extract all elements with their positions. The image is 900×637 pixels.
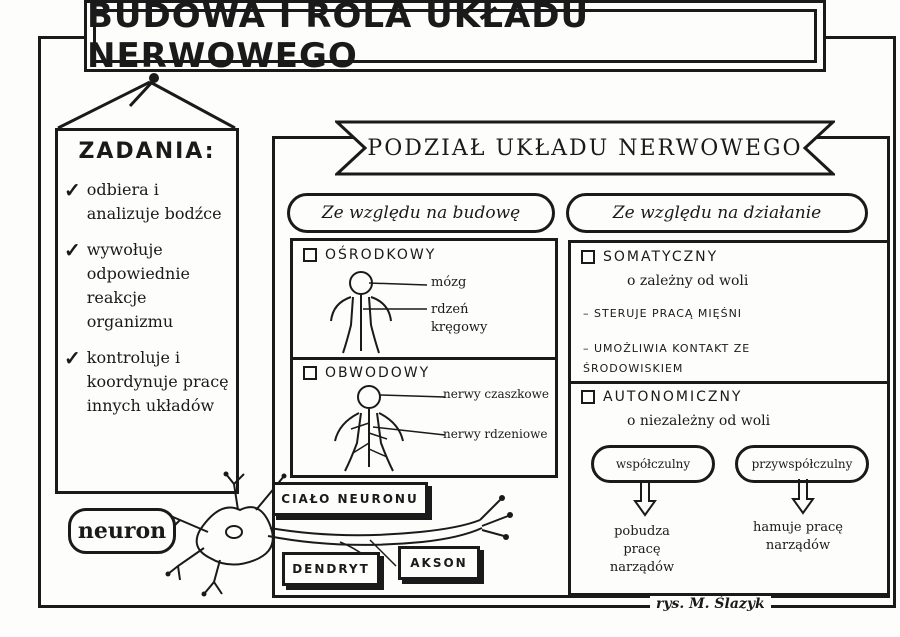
parasympathetic-cloud: przywspółczulny <box>735 445 869 483</box>
tasks-board: ZADANIA: ✓ odbiera i analizuje bodźce ✓ … <box>55 128 239 494</box>
cns-figure <box>330 271 428 354</box>
spinal-cord-label: rdzeń kręgowy <box>431 302 488 335</box>
checkbox-icon <box>581 390 595 404</box>
axon-tag: AKSON <box>398 546 480 580</box>
arrow-down-icon <box>633 481 657 517</box>
checkmark-icon: ✓ <box>64 346 81 370</box>
sympathetic-cloud: współczulny <box>591 445 715 483</box>
task-item: ✓ odbiera i analizuje bodźce <box>64 178 230 226</box>
checkmark-icon: ✓ <box>64 238 81 262</box>
cell-body-tag: CIAŁO NEURONU <box>272 482 428 516</box>
checkbox-icon <box>581 250 595 264</box>
peripheral-label: OBWODOWY <box>303 365 430 381</box>
function-header: Ze względu na działanie <box>566 193 868 233</box>
board-hanger <box>57 73 236 130</box>
central-label: OŚRODKOWY <box>303 247 436 263</box>
pns-figure <box>334 385 446 472</box>
autonomic-subtitle: o niezależny od woli <box>627 413 771 429</box>
checkmark-icon: ✓ <box>64 178 81 202</box>
tasks-heading: ZADANIA: <box>78 139 216 164</box>
title-banner: BUDOWA I ROLA UKŁADU NERWOWEGO <box>84 0 826 76</box>
cranial-nerves-label: nerwy czaszkowe <box>443 387 549 401</box>
somatic-point: – UMOŻLIWIA KONTAKT ZE ŚRODOWISKIEM <box>583 342 751 375</box>
spinal-nerves-label: nerwy rdzeniowe <box>443 427 548 441</box>
structure-box: OŚRODKOWY mózg rdzeń kręgowy OBWODOWY ne… <box>290 238 558 478</box>
task-item: ✓ wywołuje odpowiednie reakcje organizmu <box>64 238 230 334</box>
function-box: SOMATYCZNY o zależny od woli – STERUJE P… <box>568 240 890 596</box>
sympathetic-effect: pobudza pracę narządów <box>609 524 675 575</box>
checkbox-icon <box>303 248 317 262</box>
signature: rys. M. Ślazyk <box>650 596 771 612</box>
somatic-label: SOMATYCZNY <box>581 249 718 265</box>
page-title: BUDOWA I ROLA UKŁADU NERWOWEGO <box>87 0 590 76</box>
checkbox-icon <box>303 366 317 380</box>
dendrite-tag: DENDRYT <box>282 552 380 586</box>
autonomic-label: AUTONOMICZNY <box>581 389 743 405</box>
ribbon-banner <box>335 120 835 176</box>
somatic-subtitle: o zależny od woli <box>627 273 749 289</box>
structure-header: Ze względu na budowę <box>287 193 555 233</box>
division-title: PODZIAŁ UKŁADU NERWOWEGO <box>367 135 803 161</box>
neuron-label: neuron <box>68 508 176 554</box>
brain-label: mózg <box>431 275 467 290</box>
somatic-point: – STERUJE PRACĄ MIĘŚNI <box>583 307 743 320</box>
task-item: ✓ kontroluje i koordynuje pracę innych u… <box>64 346 230 418</box>
parasympathetic-effect: hamuje pracę narządów <box>753 520 843 553</box>
arrow-down-icon <box>791 479 815 515</box>
